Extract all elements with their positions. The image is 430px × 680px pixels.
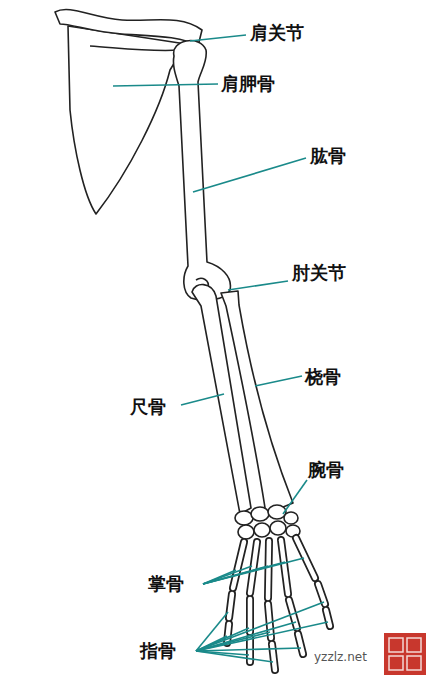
part-label: 掌骨 — [148, 573, 184, 595]
leader-lines — [113, 35, 328, 662]
part-label: 桡骨 — [305, 366, 341, 388]
part-label: 肱骨 — [310, 145, 346, 167]
seal-stamp — [384, 633, 426, 675]
part-label: 肘关节 — [292, 262, 346, 284]
part-label: 腕骨 — [308, 459, 344, 481]
part-label: 肩关节 — [250, 22, 304, 44]
watermark: yzzlz.net — [314, 650, 367, 664]
part-label: 尺骨 — [130, 396, 166, 418]
part-label: 肩胛骨 — [221, 73, 275, 95]
part-label: 指骨 — [140, 640, 176, 662]
